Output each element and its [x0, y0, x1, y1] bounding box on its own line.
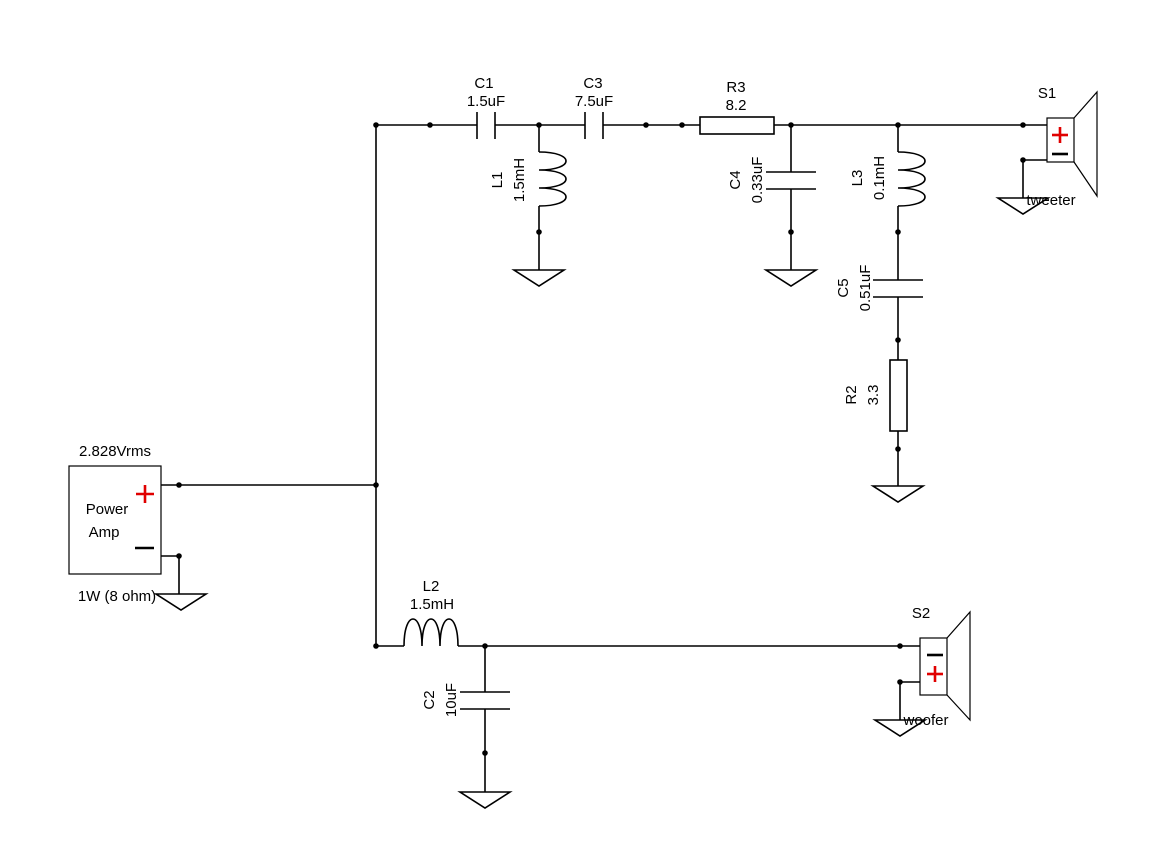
s1-label: tweeter [1026, 192, 1075, 209]
l1-value: 1.5mH [511, 158, 528, 202]
junction-dots [373, 122, 1026, 649]
amp-power: 1W (8 ohm) [78, 588, 156, 605]
capacitor-c4: C4 0.33uF [727, 125, 819, 287]
c5-value: 0.51uF [857, 265, 874, 312]
speaker-s2: S2 woofer [872, 605, 971, 737]
amp-voltage: 2.828Vrms [79, 443, 151, 460]
c4-name: C4 [727, 170, 744, 189]
l2-value: 1.5mH [410, 596, 454, 613]
c3-value: 7.5uF [575, 93, 613, 110]
amp-line2: Amp [89, 524, 120, 541]
c3-name: C3 [583, 75, 602, 92]
speaker-s1: S1 tweeter [995, 85, 1098, 215]
capacitor-c5: C5 0.51uF [835, 265, 923, 360]
c1-value: 1.5uF [467, 93, 505, 110]
r3-name: R3 [726, 79, 745, 96]
s2-label: woofer [902, 712, 948, 729]
r2-name: R2 [843, 385, 860, 404]
r3-value: 8.2 [726, 97, 747, 114]
s2-name: S2 [912, 605, 930, 622]
amp-line1: Power [86, 501, 129, 518]
resistor-r3: R3 8.2 [699, 79, 775, 135]
l3-value: 0.1mH [871, 156, 888, 200]
c2-name: C2 [421, 690, 438, 709]
l3-name: L3 [849, 170, 866, 187]
l2-name: L2 [423, 578, 440, 595]
inductor-l1: L1 1.5mH [489, 125, 567, 287]
c5-name: C5 [835, 278, 852, 297]
c2-value: 10uF [443, 683, 460, 717]
c4-value: 0.33uF [749, 157, 766, 204]
s1-name: S1 [1038, 85, 1056, 102]
inductor-l2: L2 1.5mH [403, 578, 459, 647]
inductor-l3: L3 0.1mH [849, 125, 926, 280]
r2-value: 3.3 [865, 385, 882, 406]
capacitor-c2: C2 10uF [421, 646, 513, 809]
capacitor-c3: C3 7.5uF [575, 75, 613, 139]
c1-name: C1 [474, 75, 493, 92]
l1-name: L1 [489, 172, 506, 189]
capacitor-c1: C1 1.5uF [467, 75, 505, 139]
resistor-r2: R2 3.3 [843, 359, 926, 503]
power-amp: 2.828Vrms Power Amp 1W (8 ohm) [68, 443, 209, 611]
